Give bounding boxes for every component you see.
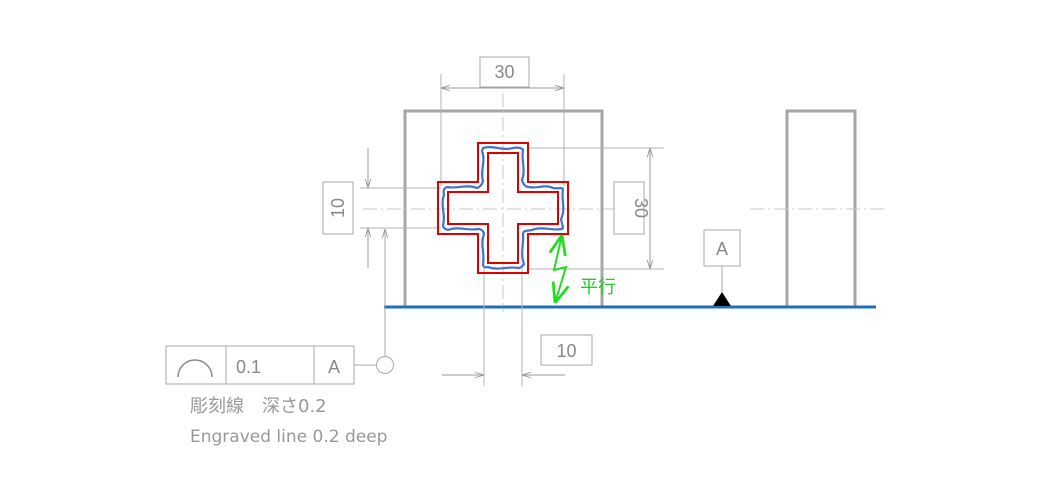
center-lines bbox=[363, 93, 885, 312]
datum-triangle-icon bbox=[713, 292, 731, 306]
parallel-label: 平行 bbox=[580, 277, 616, 298]
dim-value-right-height: 30 bbox=[631, 198, 651, 218]
note-english: Engraved line 0.2 deep bbox=[190, 427, 387, 447]
side-view-outline bbox=[785, 109, 857, 307]
dim-value-top-width: 30 bbox=[494, 62, 514, 82]
dim-box-top-width: 30 bbox=[479, 56, 530, 88]
datum-label: A bbox=[716, 239, 728, 259]
fcf-tolerance: 0.1 bbox=[236, 357, 261, 377]
parallel-arrow bbox=[554, 235, 566, 303]
fcf-datum: A bbox=[328, 357, 340, 377]
dim-box-bottom-width: 10 bbox=[540, 334, 593, 366]
datum-symbol: A bbox=[703, 229, 741, 306]
profile-of-a-line-icon bbox=[177, 359, 213, 378]
dimension-lines bbox=[368, 88, 650, 375]
cross-actual-profile bbox=[441, 146, 565, 270]
cross-tolerance-inner bbox=[447, 152, 559, 264]
note-japanese: 彫刻線 深さ0.2 bbox=[190, 396, 327, 417]
leader-end-circle bbox=[376, 356, 394, 374]
cross-tolerance-outer bbox=[437, 142, 569, 274]
dim-value-left-arm: 10 bbox=[328, 198, 348, 218]
dim-box-right-height: 30 bbox=[613, 181, 651, 235]
feature-control-frame: 0.1 A bbox=[165, 229, 394, 385]
dim-value-bottom-width: 10 bbox=[556, 341, 576, 361]
dim-box-left-arm: 10 bbox=[322, 181, 354, 235]
